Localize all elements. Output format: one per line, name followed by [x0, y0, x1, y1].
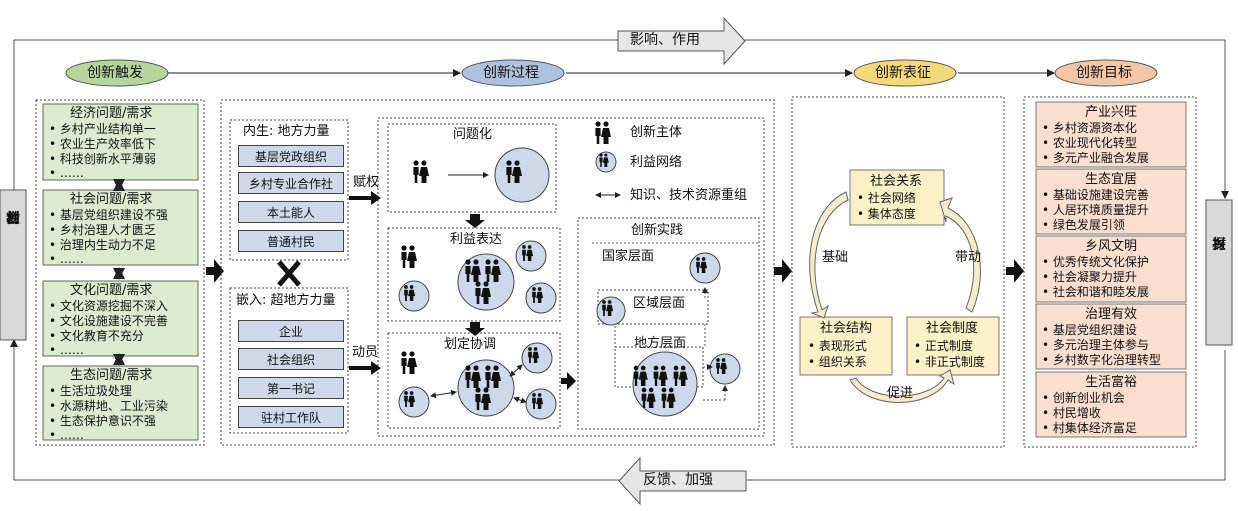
- force-first-secretary: 第一书记: [238, 377, 344, 399]
- level-regional: 区域层面: [633, 296, 686, 311]
- top-arrow-label: 影响、作用: [630, 32, 700, 48]
- coordinate-label: 划定协调: [444, 337, 497, 352]
- practice-title: 创新实践: [631, 223, 684, 238]
- legend-subject: 创新主体: [630, 125, 683, 140]
- foundation-label: 基础: [822, 250, 849, 265]
- stage-process: 创新过程: [483, 65, 539, 81]
- top-block-arrow: [617, 16, 746, 66]
- stage-trigger: 创新触发: [87, 65, 143, 81]
- force-cooperative: 乡村专业合作社: [238, 172, 344, 194]
- force-party-org: 基层党政组织: [238, 145, 344, 167]
- drive-label: 带动: [955, 250, 982, 265]
- empower-label: 赋权: [353, 175, 380, 190]
- internal-forces-title: 内生: 地方力量: [243, 124, 330, 139]
- level-national: 国家层面: [602, 249, 655, 264]
- bottom-arrow-label: 反馈、加强: [643, 472, 713, 488]
- external-forces-title: 嵌入: 超地方力量: [236, 293, 336, 308]
- legend-recombination: 知识、技术资源重组: [630, 188, 748, 203]
- level-local: 地方层面: [634, 336, 687, 351]
- bottom-block-arrow: [618, 456, 747, 506]
- force-villagers: 普通村民: [238, 230, 344, 252]
- force-enterprise: 企业: [238, 320, 344, 342]
- mobilize-label: 动员: [352, 345, 379, 360]
- interest-label: 利益表达: [450, 232, 503, 247]
- problem-label: 问题化: [453, 127, 493, 142]
- force-work-team: 驻村工作队: [238, 406, 344, 428]
- stage-representation: 创新表征: [875, 65, 931, 81]
- force-local-talent: 本土能人: [238, 201, 344, 223]
- promote-label: 促进: [887, 386, 914, 401]
- stage-goal: 创新目标: [1076, 65, 1132, 81]
- legend-network: 利益网络: [630, 155, 683, 170]
- force-social-org: 社会组织: [238, 348, 344, 370]
